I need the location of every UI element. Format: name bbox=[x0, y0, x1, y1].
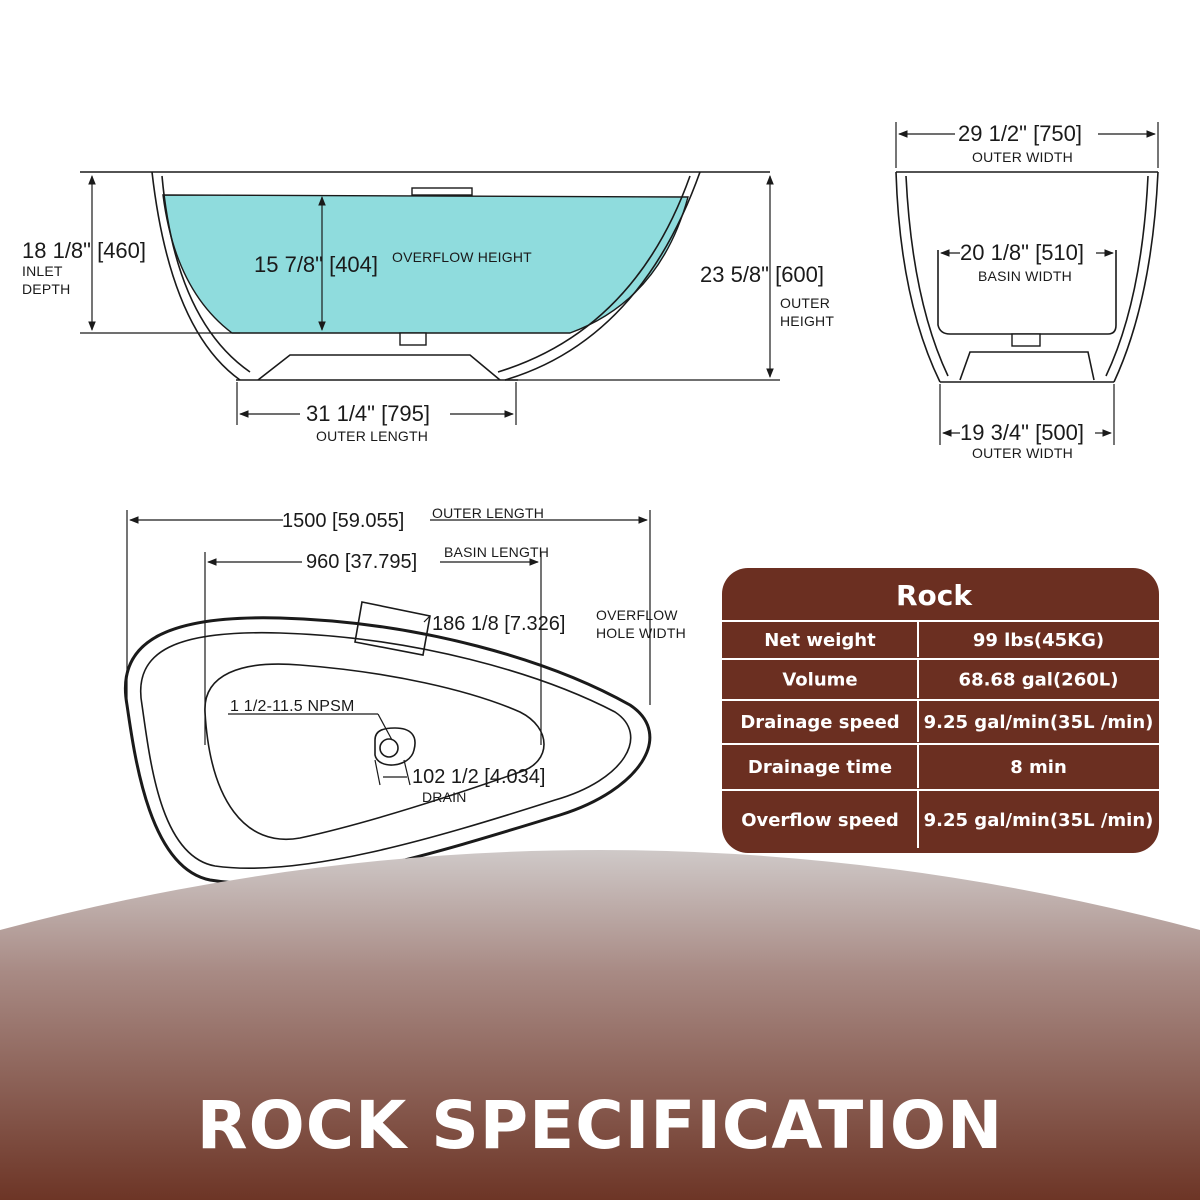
banner-title: ROCK SPECIFICATION bbox=[197, 1087, 1003, 1164]
tub-basin-outline bbox=[204, 663, 545, 841]
overflow-fitting bbox=[411, 187, 473, 196]
overflow-block bbox=[354, 601, 431, 656]
end-shell-left bbox=[895, 171, 941, 383]
water-fill bbox=[162, 194, 689, 334]
spec-row-label: Drainage speed bbox=[740, 712, 899, 733]
drain-value: 102 1/2 [4.034] bbox=[412, 766, 545, 788]
outer-height-label-1: OUTER bbox=[780, 295, 830, 311]
spec-table-rows: Net weight 99 lbs(45KG) Volume 68.68 gal(26… bbox=[722, 620, 1159, 848]
tub-rim-outline bbox=[139, 631, 632, 869]
overflow-height-value: 15 7/8" [404] bbox=[254, 252, 378, 277]
top-view-drawing bbox=[124, 510, 652, 885]
spec-row-label: Drainage time bbox=[748, 757, 892, 778]
outer-height-value: 23 5/8" [600] bbox=[700, 262, 824, 287]
overflow-hole-label-1: OVERFLOW bbox=[596, 607, 678, 623]
overflow-hole-label-2: HOLE WIDTH bbox=[596, 625, 686, 641]
outer-width-value: 29 1/2" [750] bbox=[958, 121, 1082, 146]
drain-shape bbox=[374, 727, 416, 766]
shell-right-outer bbox=[504, 171, 701, 381]
spec-row-label: Net weight bbox=[764, 630, 876, 651]
spec-row-label: Volume bbox=[782, 670, 857, 691]
side-view-drawing bbox=[80, 171, 780, 425]
basin-length-label: BASIN LENGTH bbox=[444, 544, 549, 560]
thread-label: 1 1/2-11.5 NPSM bbox=[230, 698, 355, 715]
overflow-height-label: OVERFLOW HEIGHT bbox=[392, 249, 532, 265]
base-length-label: OUTER LENGTH bbox=[316, 428, 428, 444]
spec-table-background bbox=[722, 568, 1159, 853]
base-length-value: 31 1/4" [795] bbox=[306, 401, 430, 426]
basin-width-label: BASIN WIDTH bbox=[978, 268, 1072, 284]
end-shell-right bbox=[1113, 171, 1159, 383]
base-width-label: OUTER WIDTH bbox=[972, 445, 1073, 461]
spec-table-title: Rock bbox=[896, 579, 973, 612]
spec-row-label: Overflow speed bbox=[741, 810, 899, 831]
spec-row-value: 68.68 gal(260L) bbox=[959, 670, 1119, 691]
outer-length-value: 1500 [59.055] bbox=[282, 510, 404, 532]
inlet-depth-label-2: DEPTH bbox=[22, 281, 70, 297]
shell-left-outer bbox=[151, 171, 241, 381]
spec-row-value: 9.25 gal/min(35L /min) bbox=[924, 712, 1154, 733]
outer-length-label: OUTER LENGTH bbox=[432, 505, 544, 521]
spec-row-value: 8 min bbox=[1010, 757, 1067, 778]
shell-right-inner bbox=[497, 175, 691, 373]
basin-width-value: 20 1/8" [510] bbox=[960, 240, 1084, 265]
spec-table: Rock Net weight 99 lbs(45KG) Volume 68.68 g… bbox=[722, 568, 1159, 853]
overflow-hole-value: 186 1/8 [7.326] bbox=[432, 613, 565, 635]
spec-row-value: 99 lbs(45KG) bbox=[973, 630, 1104, 651]
end-view-drawing bbox=[895, 122, 1159, 445]
drain-fitting bbox=[399, 332, 427, 346]
outer-width-label: OUTER WIDTH bbox=[972, 149, 1073, 165]
inlet-depth-value: 18 1/8" [460] bbox=[22, 238, 146, 263]
basin-length-value: 960 [37.795] bbox=[306, 551, 417, 573]
tub-outer-outline bbox=[124, 616, 652, 885]
banner-background bbox=[0, 850, 1200, 1200]
pedestal bbox=[257, 354, 501, 381]
drain-label: DRAIN bbox=[422, 789, 467, 805]
shell-left-inner bbox=[161, 175, 251, 373]
outer-height-label-2: HEIGHT bbox=[780, 313, 834, 329]
base-width-value: 19 3/4" [500] bbox=[960, 420, 1084, 445]
spec-row-value: 9.25 gal/min(35L /min) bbox=[924, 810, 1154, 831]
inlet-depth-label-1: INLET bbox=[22, 263, 63, 279]
